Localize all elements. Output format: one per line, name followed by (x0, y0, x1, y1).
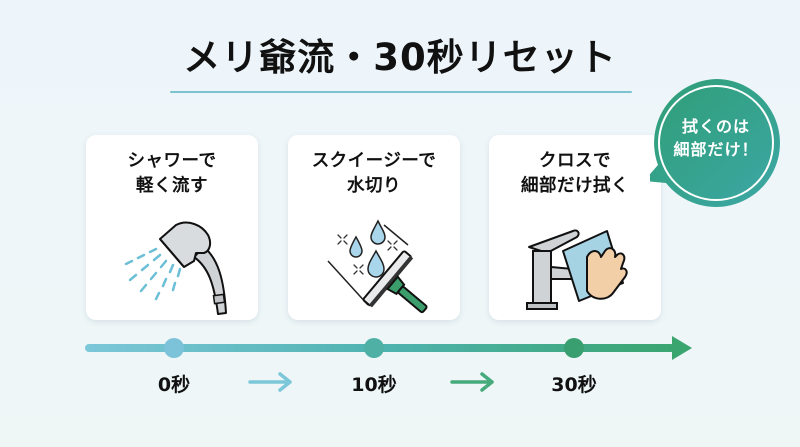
timeline-dot-10 (364, 338, 384, 358)
step-card-shower: シャワーで 軽く流す (86, 135, 258, 320)
tick-label-10: 10秒 (351, 374, 397, 396)
arrow-right-icon (450, 372, 494, 392)
callout-text: 拭くのは 細部だけ！ (673, 117, 759, 159)
timeline-dot-30 (564, 338, 584, 358)
tick-label-30: 30秒 (551, 374, 597, 396)
arrow-right-icon (248, 372, 292, 392)
timeline-dot-0 (164, 338, 184, 358)
squeegee-icon (327, 219, 428, 314)
step-label: スクイージーで 水切り (311, 151, 437, 196)
page-title: メリ爺流・30秒リセット (183, 36, 617, 79)
timeline-bar (85, 336, 692, 360)
tick-label-0: 0秒 (157, 374, 191, 396)
shower-head-icon (124, 221, 227, 315)
title-underline (170, 91, 632, 93)
cloth-faucet-icon (526, 229, 628, 310)
step-label: クロスで 細部だけ拭く (521, 151, 629, 196)
step-card-cloth: クロスで 細部だけ拭く (489, 135, 661, 320)
step-label: シャワーで 軽く流す (127, 151, 217, 196)
step-card-squeegee: スクイージーで 水切り (288, 135, 460, 320)
callout-bubble (650, 79, 780, 207)
